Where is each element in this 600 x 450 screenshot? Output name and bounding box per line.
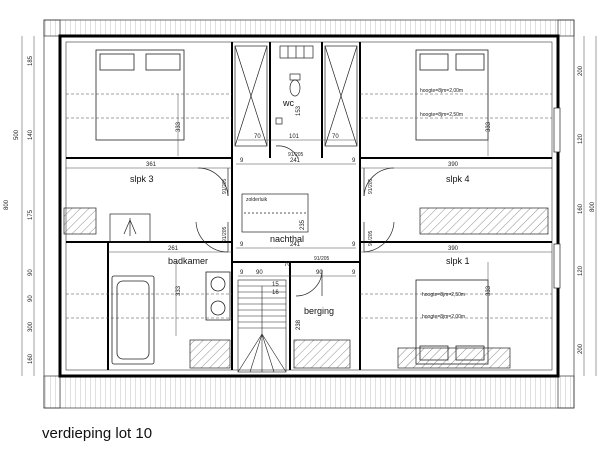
side-windows [553, 107, 561, 289]
note-slpk4-h1: hoogte=8jm=2,00m [420, 88, 463, 94]
dim-slpk4-h: 333 [486, 121, 492, 132]
door-91-205c: 91/205 [368, 178, 374, 194]
dim-lines-interior [66, 94, 552, 336]
dim-70: 70 [284, 262, 291, 268]
dim-slpk1-h: 333 [486, 285, 492, 296]
room-badkamer: badkamer [168, 256, 208, 266]
dim-left-140: 140 [28, 129, 34, 140]
skylights [63, 207, 549, 369]
dim-90a: 90 [256, 270, 263, 276]
dim-stair-15: 15 [272, 282, 279, 288]
dim-right-120a: 120 [578, 133, 584, 144]
label-zolderluik: zolderluik [246, 197, 268, 203]
dim-door-9b: 9 [352, 158, 356, 164]
door-91-205d: 91/205 [222, 226, 228, 242]
room-nachthal: nachthal [270, 234, 304, 244]
dim-left-185: 185 [28, 55, 34, 66]
attic-hatch [241, 193, 309, 233]
note-slpk1-h1: hoogte=8jm=2,50m [422, 292, 465, 298]
dim-left-800: 800 [4, 199, 10, 210]
dim-door-9a: 9 [240, 158, 244, 164]
dim-left-500: 500 [14, 129, 20, 140]
dim-right-800: 800 [590, 201, 596, 212]
dim-slpk1-w: 390 [448, 246, 459, 252]
dim-wc-101: 101 [289, 134, 300, 140]
dim-nachthal-w: 241 [290, 158, 301, 164]
height-lines [66, 93, 552, 319]
dim-stair-16: 16 [272, 290, 279, 296]
room-wc: wc [282, 98, 294, 108]
dim-left-175: 175 [28, 209, 34, 220]
dim-left-90b: 90 [28, 295, 34, 302]
dim-door-9d: 9 [352, 242, 356, 248]
door-91-205f: 91/205 [314, 256, 330, 262]
dim-chain-left [21, 36, 35, 376]
outer-walls [58, 34, 560, 378]
dim-wc-70b: 70 [332, 134, 339, 140]
dim-slpk3-h: 333 [176, 121, 182, 132]
dim-slpk3-w: 361 [146, 162, 157, 168]
dim-left-300: 300 [28, 321, 34, 332]
dim-chain-right [583, 36, 597, 376]
dim-badk-h: 333 [176, 285, 182, 296]
dim-left-90: 90 [28, 269, 34, 276]
toilet-icon [275, 73, 301, 125]
staircase [237, 279, 287, 373]
dim-90b: 90 [316, 270, 323, 276]
dim-left-160: 160 [28, 353, 34, 364]
note-slpk1-h2: hoogte=8jm=2,00m [422, 314, 465, 320]
dim-badk-w: 261 [168, 246, 179, 252]
drawing-caption: verdieping lot 10 [42, 425, 153, 442]
dim-wc-153: 153 [296, 105, 302, 116]
interior-walls [66, 42, 552, 370]
room-slpk3: slpk 3 [130, 174, 154, 184]
door-91-205a: 91/205 [288, 152, 304, 158]
doors [195, 145, 395, 297]
note-slpk4-h2: hoogte=8jm=2,50m [420, 112, 463, 118]
dim-nachthal-w2: 241 [290, 242, 301, 248]
dim-door-9c: 9 [240, 242, 244, 248]
dim-right-120b: 120 [578, 265, 584, 276]
bathtub-icon [111, 275, 155, 365]
dim-door-9e: 9 [240, 270, 244, 276]
room-slpk4: slpk 4 [446, 174, 470, 184]
dim-right-200b: 200 [578, 343, 584, 354]
dim-slpk4-w: 390 [448, 162, 459, 168]
door-91-205b: 91/205 [222, 178, 228, 194]
dim-zl-235: 235 [300, 219, 306, 230]
room-berging: berging [304, 306, 334, 316]
roof-edges [43, 19, 575, 409]
wardrobes [234, 45, 358, 147]
dim-wc-70a: 70 [254, 134, 261, 140]
dim-door-9f: 9 [352, 270, 356, 276]
dim-right-200a: 200 [578, 65, 584, 76]
dim-berging-238: 238 [296, 319, 302, 330]
shower-icon [109, 213, 151, 243]
door-91-205e: 91/205 [368, 230, 374, 246]
room-slpk1: slpk 1 [446, 256, 470, 266]
sink-icon [205, 271, 231, 321]
dim-right-160: 160 [578, 203, 584, 214]
